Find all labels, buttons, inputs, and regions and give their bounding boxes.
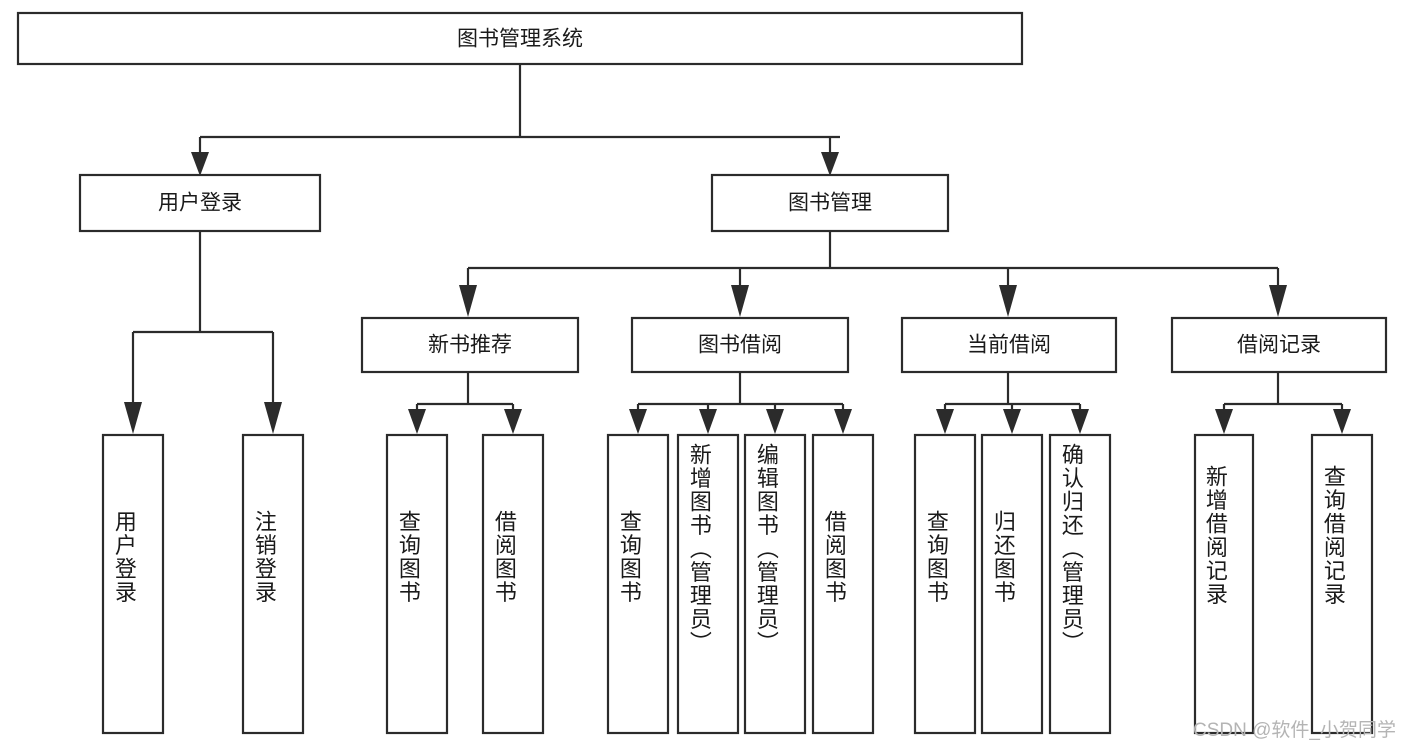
node-box-leaf-query-record[interactable] [1310,433,1374,735]
arrow-head-book-borrow [731,285,749,317]
node-box-root[interactable] [16,11,1024,66]
arrow-head-leaf-query-book-3 [936,409,954,434]
arrow-head-leaf-query-record [1333,409,1351,434]
node-box-leaf-borrow-book-1[interactable] [481,433,545,735]
node-label-book-borrow: 图书借阅 [698,334,782,357]
arrow-head-leaf-confirm-return [1071,409,1089,434]
arrow-head-leaf-borrow-book-1 [504,409,522,434]
node-box-leaf-edit-book[interactable] [743,433,807,735]
node-label-root: 图书管理系统 [457,28,583,51]
arrow-head-leaf-query-book-2 [629,409,647,434]
node-box-user-login[interactable] [78,173,322,233]
node-box-leaf-add-book[interactable] [676,433,740,735]
arrow-head-new-book-rec [459,285,477,317]
node-label-new-book-rec: 新书推荐 [428,334,512,357]
node-box-leaf-query-book-3[interactable] [913,433,977,735]
node-box-leaf-borrow-book-2[interactable] [811,433,875,735]
arrow-head-borrow-record [1269,285,1287,317]
arrow-head-leaf-user-login [124,402,142,434]
node-box-leaf-query-book-2[interactable] [606,433,670,735]
node-label-book-manage: 图书管理 [788,192,872,215]
node-box-leaf-user-login[interactable] [101,433,165,735]
arrow-head-leaf-query-book-1 [408,409,426,434]
node-box-new-book-rec[interactable] [360,316,580,374]
node-label-user-login: 用户登录 [158,192,242,215]
arrow-head-user-login [191,152,209,176]
arrow-head-leaf-add-record [1215,409,1233,434]
node-box-leaf-confirm-return[interactable] [1048,433,1112,735]
csdn-watermark: CSDN @软件_小贺同学 [1193,720,1396,741]
arrow-head-leaf-return-book [1003,409,1021,434]
node-label-borrow-record: 借阅记录 [1237,334,1321,357]
node-box-book-manage[interactable] [710,173,950,233]
edges-group [124,64,1351,434]
node-box-leaf-query-book-1[interactable] [385,433,449,735]
arrow-head-leaf-borrow-book-2 [834,409,852,434]
node-box-book-borrow[interactable] [630,316,850,374]
node-box-leaf-return-book[interactable] [980,433,1044,735]
node-label-current-borrow: 当前借阅 [967,334,1051,357]
node-box-current-borrow[interactable] [900,316,1118,374]
arrow-head-leaf-edit-book [766,409,784,434]
arrow-head-leaf-logout [264,402,282,434]
nodes-group: 图书管理系统 用户登录 图书管理 新书推荐 图书借阅 当前借阅 借阅记录 [16,11,1388,735]
node-box-borrow-record[interactable] [1170,316,1388,374]
node-box-leaf-add-record[interactable] [1193,433,1255,735]
arrow-head-book-manage [821,152,839,176]
arrow-head-leaf-add-book [699,409,717,434]
arrow-head-current-borrow [999,285,1017,317]
node-box-leaf-logout[interactable] [241,433,305,735]
